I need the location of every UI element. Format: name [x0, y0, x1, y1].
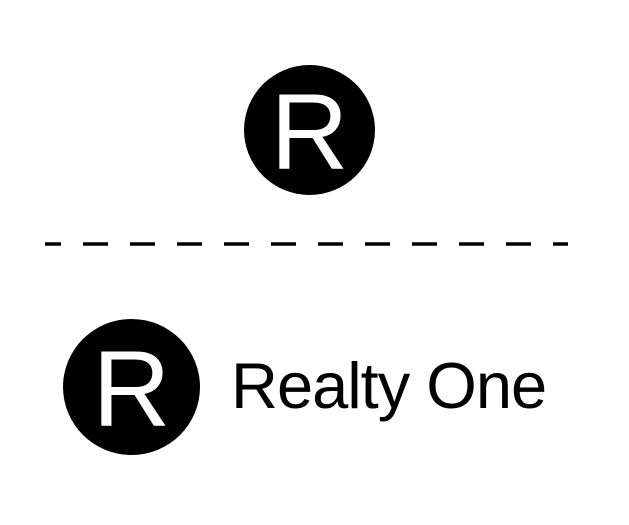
brand-wordmark: Realty One — [231, 349, 547, 422]
dashed-divider — [45, 242, 568, 246]
lockup-logo-mark: R — [63, 319, 200, 455]
monogram-letter: R — [270, 71, 349, 192]
primary-logo-mark: R — [244, 65, 375, 195]
monogram-letter: R — [92, 328, 171, 449]
